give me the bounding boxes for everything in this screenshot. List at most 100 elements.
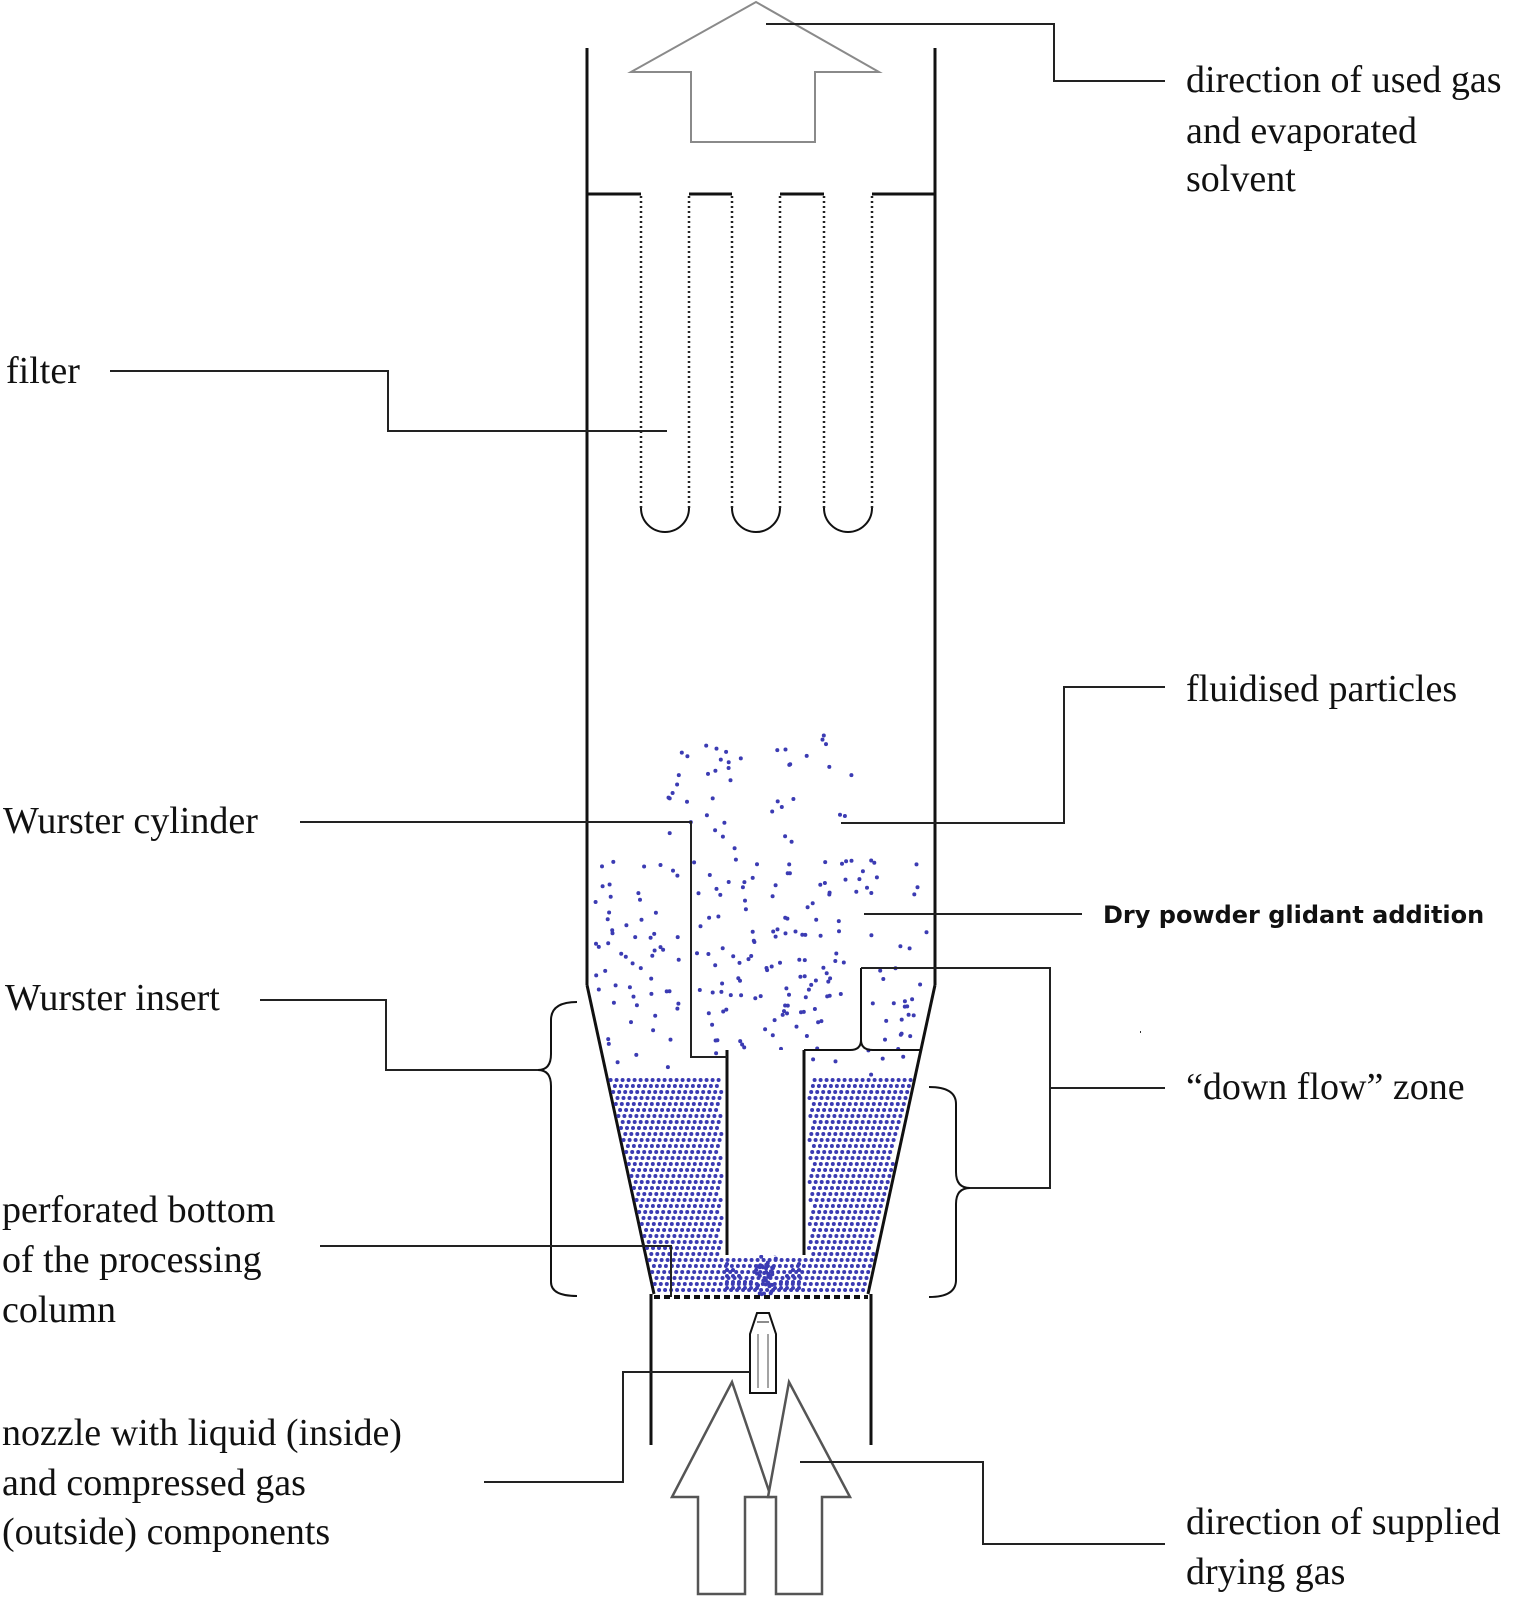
- particle: [822, 1192, 827, 1196]
- particle: [633, 1180, 638, 1184]
- particle: [610, 931, 615, 936]
- particle: [686, 1228, 691, 1232]
- particle: [924, 930, 929, 935]
- particle: [885, 1096, 890, 1100]
- particle: [830, 1120, 835, 1124]
- particle: [843, 1222, 848, 1226]
- particle: [647, 1132, 652, 1136]
- particle: [726, 880, 731, 884]
- label-perforated-line-2: of the processing: [2, 1239, 262, 1281]
- particle: [606, 1041, 611, 1046]
- particle: [705, 1288, 710, 1292]
- particle: [725, 1286, 729, 1290]
- particle: [718, 757, 723, 762]
- particle: [728, 1270, 733, 1274]
- particle: [648, 935, 653, 940]
- particle: [651, 1264, 656, 1268]
- particle: [628, 1114, 633, 1118]
- particle: [679, 1144, 684, 1148]
- particle: [695, 1132, 700, 1136]
- particle: [687, 1138, 692, 1142]
- particle: [706, 771, 710, 776]
- particle: [693, 1264, 698, 1268]
- particle: [810, 901, 815, 906]
- particle: [693, 1246, 697, 1250]
- particle: [656, 1120, 661, 1124]
- particle: [857, 877, 862, 882]
- particle: [719, 1174, 724, 1178]
- particle: [797, 1286, 801, 1290]
- particle: [768, 1273, 773, 1278]
- particle: [878, 968, 883, 973]
- particle: [838, 1156, 843, 1160]
- particle: [622, 1114, 627, 1118]
- particle: [666, 1192, 671, 1196]
- label-down-flow-zone: “down flow” zone: [1186, 1066, 1465, 1108]
- particle: [681, 1180, 686, 1184]
- particle: [645, 1180, 650, 1184]
- particle: [656, 1078, 661, 1082]
- particle: [696, 891, 701, 896]
- particle: [643, 1210, 648, 1214]
- particle: [861, 1096, 866, 1100]
- particle: [690, 1276, 695, 1280]
- particle: [725, 1268, 729, 1272]
- particle: [871, 1252, 876, 1256]
- particle: [674, 1270, 679, 1274]
- particle: [663, 1264, 668, 1268]
- particle: [864, 1276, 869, 1280]
- particle: [619, 1126, 623, 1130]
- particle: [739, 993, 744, 998]
- particle: [821, 1216, 826, 1220]
- particle: [813, 1246, 817, 1250]
- particle: [841, 1126, 845, 1130]
- particle: [710, 1078, 715, 1082]
- particle: [633, 1138, 638, 1142]
- particle: [872, 1078, 877, 1082]
- particle: [765, 968, 770, 973]
- particle: [871, 1168, 876, 1172]
- particle: [871, 1210, 876, 1214]
- particle: [676, 1114, 681, 1118]
- particle: [661, 1252, 666, 1256]
- particle: [720, 1276, 725, 1280]
- particle: [661, 1144, 666, 1148]
- particle: [845, 1216, 850, 1220]
- particle: [830, 1186, 834, 1190]
- particle: [836, 1120, 841, 1124]
- particle: [649, 976, 654, 981]
- particle: [655, 1102, 660, 1106]
- particle: [640, 1156, 645, 1160]
- particle: [880, 1056, 885, 1061]
- particle: [757, 1273, 762, 1278]
- particle: [706, 952, 711, 956]
- particle: [881, 1090, 886, 1094]
- particle: [662, 1228, 667, 1232]
- particle: [858, 1276, 863, 1280]
- particle: [690, 1084, 695, 1088]
- particle: [718, 1156, 723, 1160]
- particle: [707, 1090, 712, 1094]
- particle: [878, 1078, 883, 1082]
- particle: [684, 1234, 689, 1238]
- particle: [843, 1264, 848, 1268]
- particle: [663, 1222, 668, 1226]
- particle: [873, 1138, 878, 1142]
- particle: [876, 1084, 881, 1088]
- particle: [702, 1150, 707, 1154]
- particle: [794, 1270, 799, 1274]
- particle: [898, 944, 903, 949]
- particle: [852, 1276, 857, 1280]
- particle: [838, 992, 843, 996]
- particle: [705, 1138, 710, 1142]
- particle: [825, 1288, 830, 1292]
- particle: [826, 979, 831, 984]
- particle: [714, 1084, 719, 1088]
- particle: [643, 1126, 647, 1130]
- particle: [818, 1228, 823, 1232]
- particle: [852, 1192, 857, 1196]
- particle: [719, 1258, 724, 1262]
- particle: [698, 1186, 702, 1190]
- particle: [737, 960, 742, 965]
- particle: [897, 1096, 902, 1100]
